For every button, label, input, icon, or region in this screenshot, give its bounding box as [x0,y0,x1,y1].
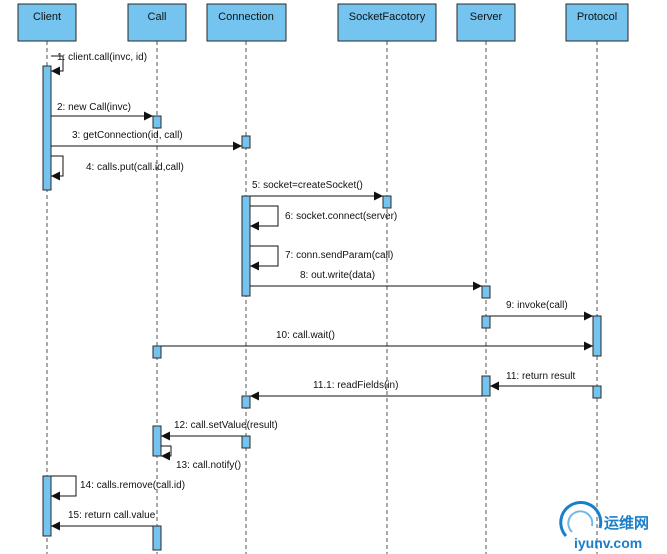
message-7: 7: conn.sendParam(call) [250,245,393,271]
lifeline-connection: Connection [206,3,287,554]
message-11: 11: return result [490,371,593,391]
activation-connection-3 [241,395,251,409]
message-2-label: 2: new Call(invc) [57,102,131,113]
message-14: 14: calls.remove(call.id) [51,475,185,501]
lifeline-connection-label: Connection [218,11,274,23]
activation-server-1 [481,285,491,299]
message-3: 3: getConnection(id, call) [51,130,242,151]
message-4: 4: calls.put(call.id,call) [51,155,184,181]
watermark-logo-icon [559,501,603,538]
message-10: 10: call.wait() [161,330,593,351]
activation-server-3 [481,375,491,397]
activation-socketfactory-1 [382,195,392,209]
lifeline-client: Client [17,3,77,554]
message-1: 1: client.call(invc, id) [51,52,147,76]
message-11-label: 11: return result [506,371,576,382]
lifeline-server: Server [456,3,516,554]
message-4-label: 4: calls.put(call.id,call) [86,162,184,173]
lifeline-protocol: Protocol [565,3,629,554]
watermark: 运维网 iyunv.com [559,501,649,551]
activation-call-4 [152,525,162,551]
message-15-label: 15: return call.value [68,510,156,521]
message-13: 13: call.notify() [161,445,241,471]
watermark-domain: iyunv.com [574,535,642,551]
message-6: 6: socket.connect(server) [250,205,397,231]
watermark-brand: 运维网 [604,514,649,532]
activation-client-1 [42,65,52,191]
activation-protocol-2 [592,385,602,399]
activation-call-1 [152,115,162,129]
message-10-label: 10: call.wait() [276,330,335,341]
lifeline-protocol-label: Protocol [577,11,617,23]
lifeline-socketfactory-label: SocketFacotory [349,11,426,23]
message-1-label: 1: client.call(invc, id) [57,52,147,63]
activation-connection-2 [241,195,251,297]
message-12-label: 12: call.setValue(result) [174,420,278,431]
message-3-label: 3: getConnection(id, call) [72,130,183,141]
activation-connection-1 [241,135,251,149]
message-11-1: 11.1: readFields(in) [250,380,482,401]
message-8-label: 8: out.write(data) [300,270,375,281]
message-8: 8: out.write(data) [250,270,482,291]
message-12: 12: call.setValue(result) [161,420,278,441]
message-2: 2: new Call(invc) [51,102,153,121]
activation-call-3 [152,425,162,457]
lifeline-socketfactory: SocketFacotory [337,3,437,554]
message-5-label: 5: socket=createSocket() [252,180,363,191]
message-11-1-label: 11.1: readFields(in) [313,380,398,391]
message-9: 9: invoke(call) [490,300,593,321]
message-7-label: 7: conn.sendParam(call) [285,250,393,261]
activation-client-2 [42,475,52,537]
activation-server-2 [481,315,491,329]
lifeline-client-label: Client [33,11,61,23]
lifeline-call: Call [127,3,187,554]
message-9-label: 9: invoke(call) [506,300,568,311]
message-13-label: 13: call.notify() [176,460,241,471]
activation-protocol-1 [592,315,602,357]
activation-connection-4 [241,435,251,449]
message-14-label: 14: calls.remove(call.id) [80,480,185,491]
activation-call-2 [152,345,162,359]
lifeline-server-label: Server [470,11,503,23]
message-5: 5: socket=createSocket() [250,180,383,201]
message-6-label: 6: socket.connect(server) [285,211,397,222]
lifeline-call-label: Call [148,11,167,23]
message-15: 15: return call.value [51,510,156,531]
